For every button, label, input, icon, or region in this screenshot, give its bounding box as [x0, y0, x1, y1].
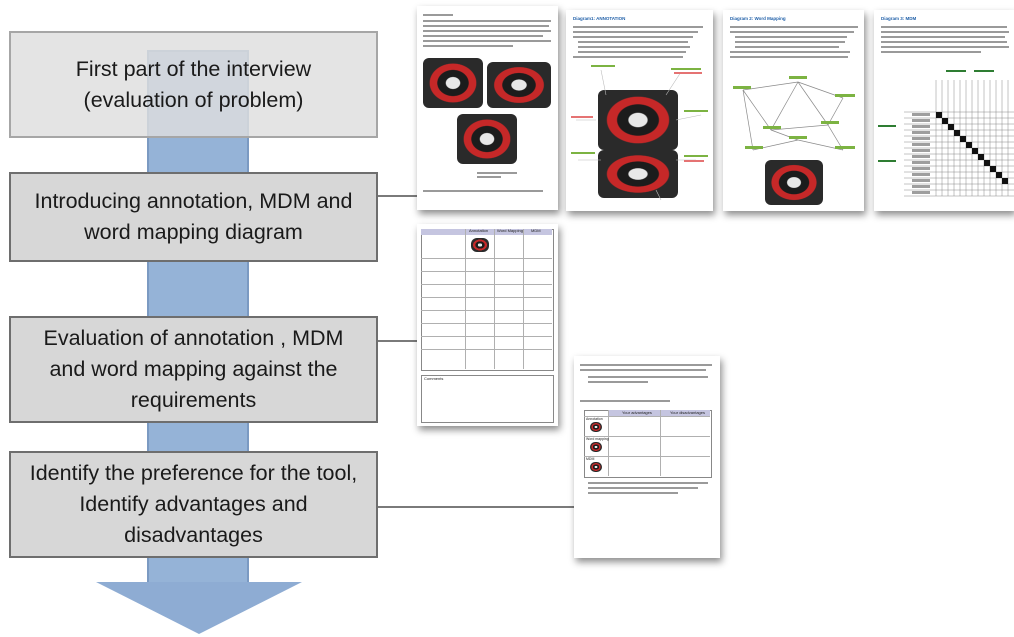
mdm-document: Diagram 3: MDM: [874, 10, 1014, 211]
product-thumbnail: [590, 422, 602, 432]
table-header: [608, 410, 710, 416]
connector-line: [378, 195, 418, 197]
step-problem-evaluation: First part of the interview (evaluation …: [9, 31, 378, 138]
annotation-leaders: [571, 65, 708, 201]
product-photo: [487, 62, 551, 108]
comments-label: Comments: [424, 376, 444, 381]
document-title: Diagram 3: MDM: [881, 16, 917, 21]
document-title: Diagram 2: Word Mapping: [730, 16, 786, 21]
column-header: Your advantages: [622, 410, 652, 415]
column-header: MDM: [531, 228, 541, 233]
product-photo: [598, 150, 678, 198]
column-header: Annotation: [469, 228, 489, 233]
step-preference: Identify the preference for the tool, Id…: [9, 451, 378, 558]
intro-document: [417, 6, 558, 210]
mdm-matrix: [878, 70, 1014, 197]
column-header: Your disadvantages: [670, 410, 705, 415]
product-photo: [457, 114, 517, 164]
step-label: Evaluation of annotation , MDM and word …: [43, 326, 344, 412]
connector-line: [378, 340, 418, 342]
column-header: Word Mapping: [497, 228, 523, 233]
word-network: [733, 76, 855, 151]
step-label: Introducing annotation, MDM and word map…: [34, 189, 353, 244]
evaluation-questionnaire: Annotation Word Mapping MDM Comments: [417, 224, 558, 426]
document-title: Diagram1: ANNOTATION: [573, 16, 626, 21]
pros-cons-table: [584, 410, 712, 478]
step-label: Identify the preference for the tool, Id…: [29, 461, 358, 547]
step-introduce-diagrams: Introducing annotation, MDM and word map…: [9, 172, 378, 262]
row-label: Annotation: [586, 417, 603, 421]
comments-box: [421, 375, 554, 423]
connector-line: [378, 506, 575, 508]
product-photo: [423, 58, 483, 108]
product-photo: [765, 160, 823, 205]
preference-form: Your advantages Your disadvantages Annot…: [574, 356, 720, 558]
process-arrow-head: [96, 582, 302, 634]
step-evaluate-diagrams: Evaluation of annotation , MDM and word …: [9, 316, 378, 423]
table-header: [421, 229, 552, 235]
product-thumbnail: [590, 442, 602, 452]
step-label: First part of the interview (evaluation …: [75, 56, 312, 112]
row-label: Word mapping: [586, 437, 609, 441]
annotation-document: Diagram1: ANNOTATION: [566, 10, 713, 211]
product-thumbnail: [590, 462, 602, 472]
product-photo: [598, 90, 678, 150]
product-thumbnail: [471, 238, 489, 252]
row-label: MDM: [586, 457, 595, 461]
word-mapping-document: Diagram 2: Word Mapping: [723, 10, 864, 211]
